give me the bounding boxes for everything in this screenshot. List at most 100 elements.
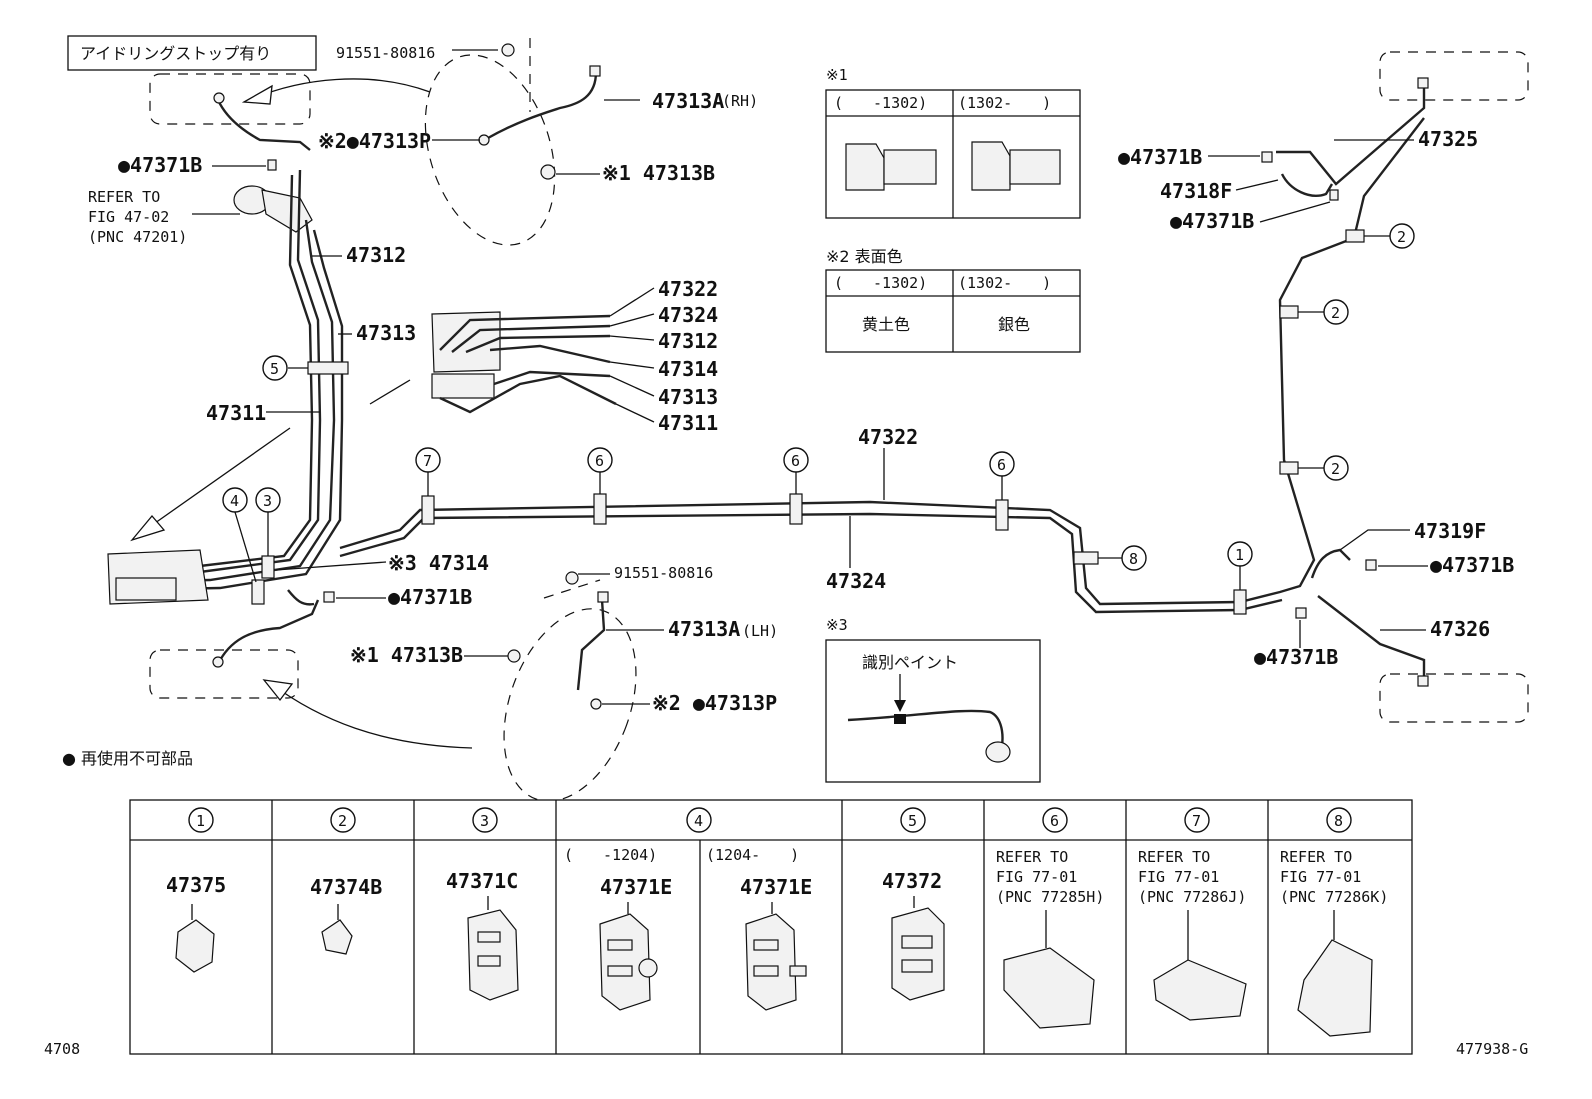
- table-part-47372: 47372: [882, 869, 942, 893]
- ref-circle: [262, 355, 288, 381]
- arrow-diag-line: [147, 427, 291, 529]
- label-47314: ※3 47314: [388, 551, 489, 575]
- pipe-47318f: [1280, 173, 1334, 197]
- ref-circle-label: 5: [270, 360, 279, 378]
- note3-label: 識別ペイント: [862, 653, 958, 672]
- pipe-47314: [119, 229, 344, 592]
- leader: [615, 403, 655, 423]
- table-part-47375: 47375: [166, 873, 226, 897]
- table-header-circle: [472, 807, 498, 833]
- clamp-slot: [753, 939, 779, 951]
- clamp-77286k-icon: [1297, 939, 1373, 1037]
- stack-label-47324: 47324: [658, 303, 718, 327]
- arrow-head-icon: [241, 84, 273, 105]
- idle-stop-label: アイドリングストップ有り: [80, 44, 271, 63]
- leader: [1259, 201, 1331, 223]
- part-47313: 47313: [356, 321, 416, 345]
- hose-fitting: [212, 656, 224, 668]
- part-47313b: ※1 47313B: [602, 161, 715, 185]
- part-47313a-lh: 47313A: [668, 617, 740, 641]
- idle-stop-box: [67, 35, 317, 71]
- clamp-stud: [638, 958, 658, 978]
- note2-val1: 黄土色: [862, 315, 910, 334]
- ref6-line3: (PNC 77285H): [996, 888, 1104, 906]
- clamp-77285h-icon: [1003, 947, 1095, 1029]
- note2-col1: ( -1302): [834, 274, 927, 292]
- ref-circle-label: 2: [1331, 460, 1340, 478]
- ref-circle-label: 4: [230, 492, 239, 510]
- stack-label-47311: 47311: [658, 411, 718, 435]
- hose-fitting: [213, 92, 225, 104]
- clamp-3: [261, 555, 275, 579]
- hose-rear-left: [216, 599, 320, 665]
- ref6-line1: REFER TO: [996, 848, 1068, 866]
- clamp-2: [1345, 229, 1365, 243]
- label-47319f: 47319F: [1414, 519, 1486, 543]
- leader: [609, 361, 655, 369]
- leader: [1235, 179, 1279, 191]
- note2-val2: 銀色: [998, 315, 1030, 334]
- inset-leader: [543, 579, 601, 599]
- hose-47313a-rh: [216, 99, 311, 151]
- stack-pipe-47311: [439, 374, 617, 414]
- part-91551-low: 91551-80816: [614, 564, 713, 582]
- rear-right-wheel-outline: [1379, 673, 1529, 723]
- pipe-flare-icon: [985, 741, 1011, 763]
- ref-circle-label: 7: [423, 452, 432, 470]
- bolt-icon: [501, 43, 515, 57]
- part-47313p-low: ※2 ●47313P: [652, 691, 777, 715]
- pipe-loop: [287, 589, 315, 606]
- ref7-line2: FIG 77-01: [1138, 868, 1219, 886]
- bolt-icon: [565, 571, 579, 585]
- table-header-circle: [686, 807, 712, 833]
- legend-non-reusable: ● 再使用不可部品: [62, 749, 193, 768]
- table-header-3: 3: [480, 812, 489, 830]
- pipe-47311: [119, 219, 336, 584]
- leader: [609, 313, 655, 327]
- ref-circle-label: 8: [1129, 550, 1138, 568]
- ref-circle-label: 2: [1397, 228, 1406, 246]
- clamp-47371c-icon: [467, 909, 519, 1001]
- stack-pipe-47324: [451, 324, 611, 353]
- part-91551-80816: 91551-80816: [336, 44, 435, 62]
- ref8-line3: (PNC 77286K): [1280, 888, 1388, 906]
- ref-circle-label: 3: [263, 492, 272, 510]
- bolt-type-b-shank: [1009, 149, 1061, 185]
- footer-right: 477938-G: [1456, 1040, 1528, 1058]
- bolt-type-a-icon: [845, 143, 885, 191]
- ref8-line1: REFER TO: [1280, 848, 1352, 866]
- clip-47371b: [1261, 151, 1273, 163]
- front-right-wheel-outline: [1379, 51, 1529, 101]
- clamp-6: [789, 493, 803, 525]
- stack-label-47312: 47312: [658, 329, 718, 353]
- rh-label: (RH): [722, 92, 758, 110]
- pipe-47312: [119, 169, 322, 576]
- clamp-8: [1073, 551, 1099, 565]
- master-cylinder-body: [261, 189, 313, 233]
- clamp-6: [995, 499, 1009, 531]
- leader: [609, 287, 655, 317]
- table-header-circle: [1042, 807, 1068, 833]
- clip-47371b: [1365, 559, 1377, 571]
- clamp-slot: [477, 931, 501, 943]
- table-header-4: 4: [694, 812, 703, 830]
- label-47371b-r4: ●47371B: [1254, 645, 1338, 669]
- footer-left: 4708: [44, 1040, 80, 1058]
- clamp-6: [593, 493, 607, 525]
- table-header-6: 6: [1050, 812, 1059, 830]
- leader: [234, 511, 257, 583]
- clamp-5: [307, 361, 349, 375]
- pipe-47326: [1317, 595, 1426, 682]
- table-part-47371e-b: 47371E: [740, 875, 812, 899]
- hose-end: [1417, 675, 1429, 687]
- bolt-type-a-shank: [883, 149, 937, 185]
- actuator-bracket: [115, 577, 177, 601]
- clamp-2: [1279, 461, 1299, 475]
- pipe-47313: [120, 174, 314, 568]
- stack-label-47313: 47313: [658, 385, 718, 409]
- part-47313p: ※2●47313P: [318, 129, 431, 153]
- arrow-curve-bottom: [269, 682, 473, 749]
- clamp-slot: [901, 959, 933, 973]
- note1-col2: (1302- ): [958, 94, 1051, 112]
